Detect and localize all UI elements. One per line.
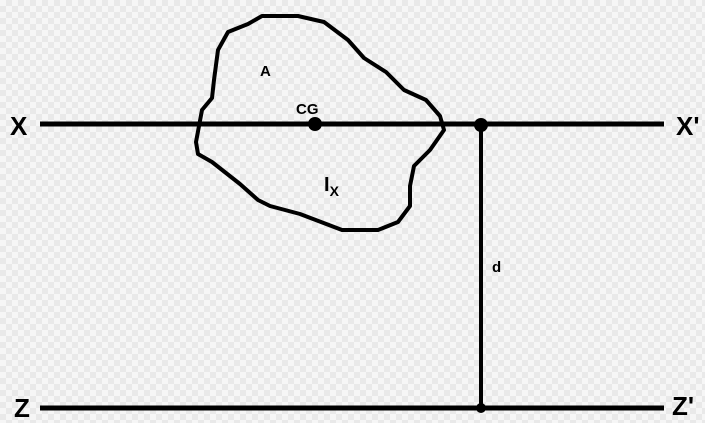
moment-main-text: I <box>324 174 330 196</box>
moment-label: IX <box>324 174 340 199</box>
area-outline <box>194 14 446 232</box>
area-label: A <box>260 63 271 80</box>
x-axis-left-label: X <box>10 111 28 141</box>
centroid-point <box>308 117 322 131</box>
z-axis-right-label: Z' <box>672 391 694 421</box>
moment-subscript-text: X <box>330 183 340 199</box>
centroid-label: CG <box>296 101 319 118</box>
x-axis-right-label: X' <box>676 111 700 141</box>
distance-bottom-point <box>476 403 486 413</box>
distance-label: d <box>492 259 501 276</box>
distance-top-point <box>474 118 488 132</box>
z-axis-left-label: Z <box>14 393 30 423</box>
